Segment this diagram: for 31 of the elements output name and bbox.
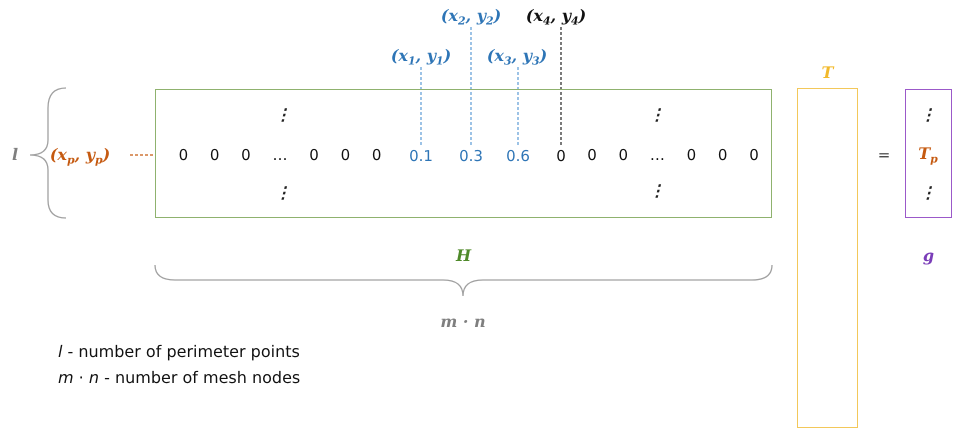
vector-entry: T$_{p}$ [917, 143, 939, 165]
matrix-entry: 0.1 [405, 145, 437, 167]
dimension-label: l [10, 144, 20, 166]
equals-sign: = [876, 145, 892, 166]
coordinate-label: (x$_{1}$, y$_{1}$) [381, 45, 461, 67]
matrix-name: g [922, 245, 936, 267]
ellipsis-dots: ⋮ [919, 182, 937, 204]
matrix-entry: 0 [553, 145, 569, 167]
matrix-name: H [454, 245, 472, 267]
ellipsis-dots: ⋮ [274, 182, 292, 204]
note-text: l - number of perimeter points [58, 341, 301, 363]
matrix-entry: 0.6 [502, 145, 534, 167]
ellipsis-dots: ⋮ [648, 180, 666, 202]
ellipsis-dots: ⋮ [274, 104, 292, 126]
note-text: m · n - number of mesh nodes [58, 367, 302, 389]
coordinate-label: (x$_{3}$, y$_{3}$) [477, 45, 557, 67]
ellipsis-dots: ⋮ [648, 104, 666, 126]
matrix-row-values: 0 0 … 0 0 0 [586, 145, 760, 166]
matrix-name: T [820, 62, 836, 84]
dimension-label: m · n [439, 311, 487, 333]
ellipsis-dots: ⋮ [919, 104, 937, 126]
matrix-row-values: 0 0 0 … 0 0 0 [178, 145, 382, 166]
leader-line [420, 67, 422, 145]
leader-line [517, 67, 519, 145]
leader-line [470, 27, 472, 145]
coordinate-label: (x$_{4}$, y$_{4}$) [516, 5, 596, 27]
leader-line [560, 27, 562, 145]
coordinate-label: (x$_{2}$, y$_{2}$) [431, 5, 511, 27]
matrix-entry: 0.3 [455, 145, 487, 167]
leader-line [130, 154, 155, 156]
coordinate-label: (x$_{p}$, y$_{p}$) [30, 144, 130, 166]
